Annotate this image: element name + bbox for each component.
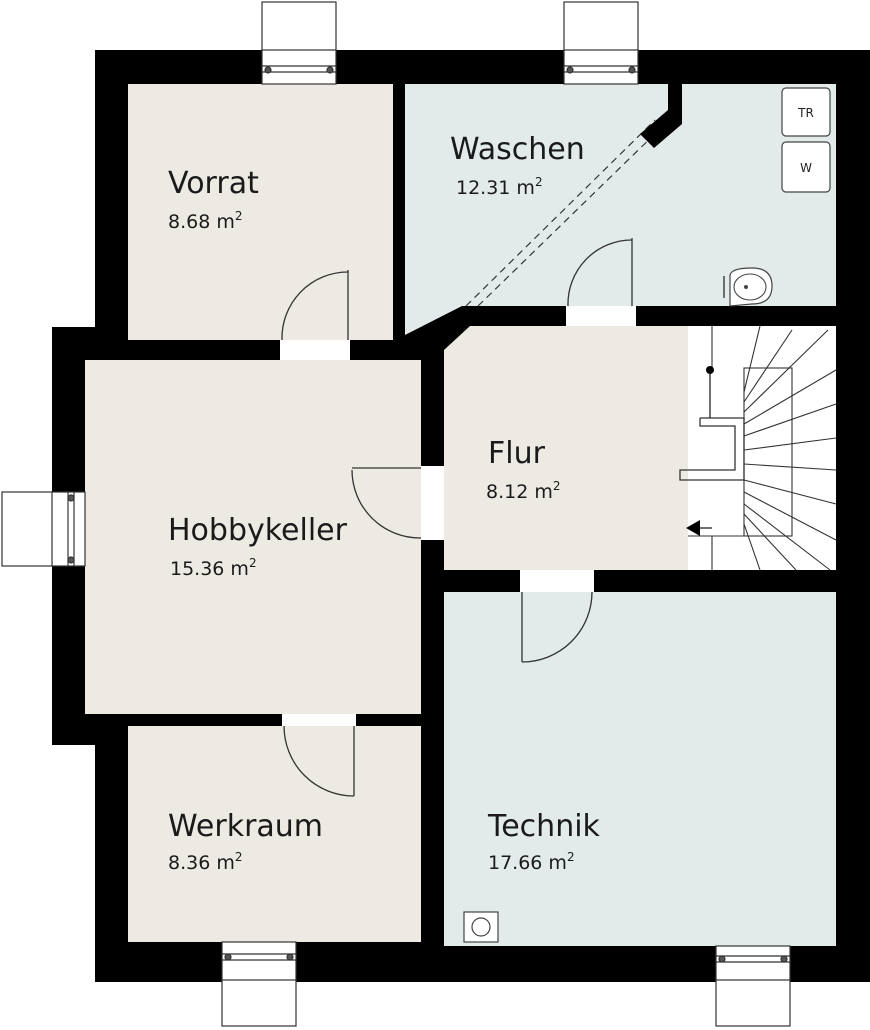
room-area: 17.66 m2: [488, 850, 575, 874]
window-left: [1, 491, 86, 567]
room-area: 8.12 m2: [486, 479, 561, 503]
room-label-technik: Technik 17.66 m2: [487, 809, 601, 874]
floor-waschen: [405, 84, 836, 335]
room-area: 12.31 m2: [456, 175, 543, 199]
room-label-vorrat: Vorrat 8.68 m2: [168, 166, 259, 233]
floor-werkraum: [128, 726, 421, 942]
window-top-right: [563, 1, 639, 85]
door-technik: [521, 591, 593, 663]
room-label-hobbykeller: Hobbykeller 15.36 m2: [168, 513, 348, 580]
door-swings: [281, 238, 633, 797]
staircase: [679, 325, 837, 571]
svg-text:TR: TR: [797, 106, 814, 120]
washing-machine-icon: W: [781, 141, 831, 193]
room-name: Technik: [487, 809, 601, 844]
door-werkraum: [283, 725, 355, 797]
room-area: 8.36 m2: [168, 850, 243, 874]
room-label-waschen: Waschen 12.31 m2: [450, 132, 585, 199]
washbasin-icon: [723, 267, 773, 307]
room-area: 15.36 m2: [170, 556, 257, 580]
room-name: Flur: [488, 436, 546, 471]
room-label-werkraum: Werkraum 8.36 m2: [168, 809, 323, 874]
svg-text:W: W: [800, 161, 812, 175]
room-name: Hobbykeller: [168, 513, 348, 548]
door-waschen: [567, 238, 633, 307]
door-vorrat: [281, 270, 349, 341]
floor-technik: [444, 592, 836, 946]
dryer-icon: TR: [781, 87, 831, 137]
floor-hobbykeller: [85, 360, 421, 714]
door-openings: [280, 306, 636, 726]
door-hobbykeller: [351, 467, 422, 539]
shaft-block: [640, 84, 682, 148]
window-bottom-right: [715, 945, 791, 1027]
stair-outline-dashed: [465, 119, 664, 307]
window-bottom-left: [221, 941, 297, 1027]
floor-drain-icon: [463, 911, 499, 943]
room-name: Waschen: [450, 132, 585, 167]
floor-vorrat: [128, 84, 393, 340]
room-name: Vorrat: [168, 166, 259, 201]
room-label-flur: Flur 8.12 m2: [486, 436, 561, 503]
room-name: Werkraum: [168, 809, 323, 844]
windows: [1, 1, 791, 1027]
window-top-left: [261, 1, 337, 85]
room-area: 8.68 m2: [168, 209, 243, 233]
